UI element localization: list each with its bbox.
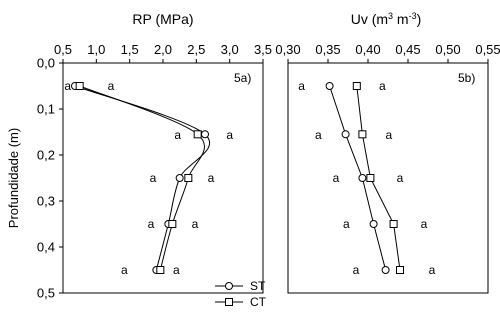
panel-b-significance-letter: a <box>429 263 436 277</box>
panel-a-point-st <box>175 174 184 182</box>
panel-b-significance-letter: a <box>298 79 305 93</box>
panel-b-x-tick-label: 0,55 <box>475 42 500 57</box>
y-tick-label: 0,4 <box>37 240 55 255</box>
panel-b-point-st <box>325 82 334 90</box>
panel-a-x-tick-label: 1,5 <box>121 42 139 57</box>
y-axis-title: Profundidade (m) <box>6 128 21 228</box>
panel-b-frame <box>287 62 489 294</box>
panel-a-significance-letter: a <box>174 128 181 142</box>
panel-a-point-st <box>201 130 209 139</box>
y-tick-label: 0,5 <box>37 286 55 301</box>
panel-a-point-ct <box>75 82 84 90</box>
panel-a-significance-letter: a <box>192 217 199 231</box>
legend-label-ct: CT <box>250 295 267 309</box>
panel-b-significance-letter: a <box>385 128 392 142</box>
panel-a-x-tick-label: 2,0 <box>154 42 172 57</box>
panel-a-significance-letter: a <box>121 263 128 277</box>
panel-b-point-st <box>358 174 367 182</box>
panel-a-point-ct <box>156 266 165 274</box>
panel-a-x-tick-label: 3,5 <box>254 42 272 57</box>
y-tick-label: 0,0 <box>37 56 55 71</box>
panel-b-significance-letter: a <box>397 171 404 185</box>
panel-b-significance-letter: a <box>333 171 340 185</box>
panel-a-significance-letter: a <box>208 171 215 185</box>
panel-b-significance-letter: a <box>353 263 360 277</box>
panel-b-x-tick-label: 0,35 <box>315 42 340 57</box>
chart-marks: 0,5 1,0 1,5 2,0 2,5 3,0 3,5 0,0 0,1 0,2 0,3 0,4 0,5 a… <box>37 42 500 301</box>
y-tick-label: 0,1 <box>37 102 55 117</box>
panel-b-x-tick-label: 0,30 <box>275 42 300 57</box>
panel-a-series-st-line <box>74 85 211 271</box>
panel-a-x-tick-label: 0,5 <box>54 42 72 57</box>
panel-a-significance-letter: a <box>64 79 71 93</box>
panel-a-series-ct-line <box>79 85 205 271</box>
y-tick-label: 0,2 <box>37 148 55 163</box>
panel-b-x-tick-label: 0,45 <box>395 42 420 57</box>
panel-b-significance-letter: a <box>379 79 386 93</box>
panel-a-x-tick-label: 2,5 <box>187 42 205 57</box>
panel-a-label: 5a) <box>234 71 251 85</box>
panel-b-x-tick-label: 0,50 <box>435 42 460 57</box>
panel-b-point-ct <box>352 82 361 90</box>
panel-b-significance-letter: a <box>421 217 428 231</box>
legend-label-st: ST <box>250 279 266 293</box>
panel-a-significance-letter: a <box>226 128 233 142</box>
y-tick-label: 0,3 <box>37 194 55 209</box>
panel-a-title: RP (MPa) <box>132 11 193 27</box>
panel-a-significance-letter: a <box>108 79 115 93</box>
panel-b-point-st <box>341 130 350 139</box>
panel-b-significance-letter: a <box>315 128 322 142</box>
panel-a-significance-letter: a <box>150 171 157 185</box>
panel-a-point-ct <box>193 130 202 139</box>
legend-marker-ct <box>225 298 233 306</box>
panel-a-x-tick-label: 1,0 <box>87 42 105 57</box>
panel-a-point-ct <box>168 220 177 228</box>
panel-b-x-tick-label: 0,40 <box>355 42 380 57</box>
panel-b-label: 5b) <box>458 71 475 85</box>
panel-b-point-ct <box>358 130 367 139</box>
panel-b-point-st <box>369 220 378 228</box>
panel-b-point-st <box>381 266 390 274</box>
panel-b-significance-letter: a <box>343 217 350 231</box>
legend-marker-st <box>225 282 233 290</box>
panel-b-title: Uv (m3 m-3) <box>351 11 422 27</box>
panel-a-significance-letter: a <box>148 217 155 231</box>
legend: ST CT <box>215 279 267 309</box>
panel-a-x-tick-label: 3,0 <box>221 42 239 57</box>
panel-b-point-ct <box>366 174 375 182</box>
panel-a-point-ct <box>184 174 193 182</box>
panel-a-significance-letter: a <box>173 263 180 277</box>
panel-b-point-ct <box>389 220 398 228</box>
panel-b-point-ct <box>396 266 404 274</box>
